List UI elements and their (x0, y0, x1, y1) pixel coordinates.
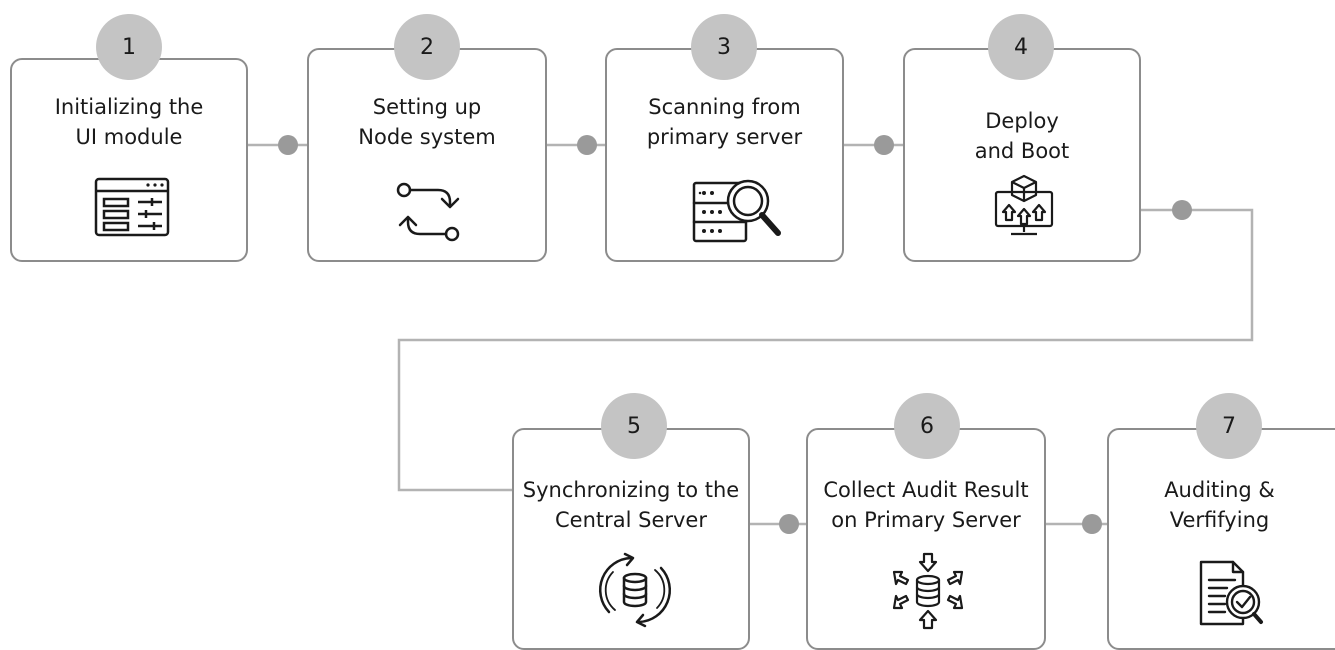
step-number-badge-5: 5 (601, 393, 667, 459)
step-title-line2: on Primary Server (831, 508, 1021, 532)
server-scan-magnifier-icon (692, 179, 781, 243)
step-title-line1: Auditing & (1164, 478, 1275, 502)
step-title: Collect Audit Result on Primary Server (808, 475, 1044, 535)
step-number-badge-6: 6 (894, 393, 960, 459)
step-title-line2: Verfifying (1169, 508, 1270, 532)
connector-dot (278, 135, 298, 155)
step-title-line2: Node system (358, 125, 496, 149)
step-title-line1: Scanning from (648, 95, 801, 119)
connector-lines (247, 135, 1254, 534)
connector-dot (874, 135, 894, 155)
node-sync-arrows-icon (396, 182, 460, 242)
audit-document-icon (1199, 560, 1263, 626)
connector-dot (779, 514, 799, 534)
step-number-badge-4: 4 (988, 14, 1054, 80)
database-collect-icon (892, 552, 964, 630)
step-title-line2: primary server (646, 125, 803, 149)
step-title-line1: Deploy (985, 109, 1059, 133)
step-title: Deploy and Boot (905, 106, 1139, 166)
step-title: Setting up Node system (309, 92, 545, 152)
connector-dot (1172, 200, 1192, 220)
step-title: Initializing the UI module (12, 92, 246, 152)
step-title: Synchronizing to the Central Server (514, 475, 748, 535)
step-title-line1: Setting up (372, 95, 482, 119)
step-card-1: Initializing the UI module (10, 58, 248, 262)
database-sync-icon (598, 552, 672, 628)
deploy-boot-icon (994, 174, 1054, 236)
step-number-badge-2: 2 (394, 14, 460, 80)
step-card-2: Setting up Node system (307, 48, 547, 262)
step-title-line2: and Boot (974, 139, 1070, 163)
step-title: Scanning from primary server (607, 92, 842, 152)
step-card-5: Synchronizing to the Central Server (512, 428, 750, 650)
step-number-badge-3: 3 (691, 14, 757, 80)
step-title-line1: Initializing the (54, 95, 204, 119)
step-title-line2: UI module (75, 125, 183, 149)
ui-module-icon (94, 177, 170, 237)
connector-dot (1082, 514, 1102, 534)
step-card-6: Collect Audit Result on Primary Server (806, 428, 1046, 650)
step-card-4: Deploy and Boot (903, 48, 1141, 262)
step-title-line1: Collect Audit Result (823, 478, 1029, 502)
step-title-line2: Central Server (554, 508, 707, 532)
step-card-7: Auditing & Verfifying (1107, 428, 1335, 650)
connector-dot (577, 135, 597, 155)
step-card-3: Scanning from primary server (605, 48, 844, 262)
step-number-badge-1: 1 (96, 14, 162, 80)
step-number-badge-7: 7 (1196, 393, 1262, 459)
step-title: Auditing & Verfifying (1109, 475, 1330, 535)
step-title-line1: Synchronizing to the (522, 478, 740, 502)
